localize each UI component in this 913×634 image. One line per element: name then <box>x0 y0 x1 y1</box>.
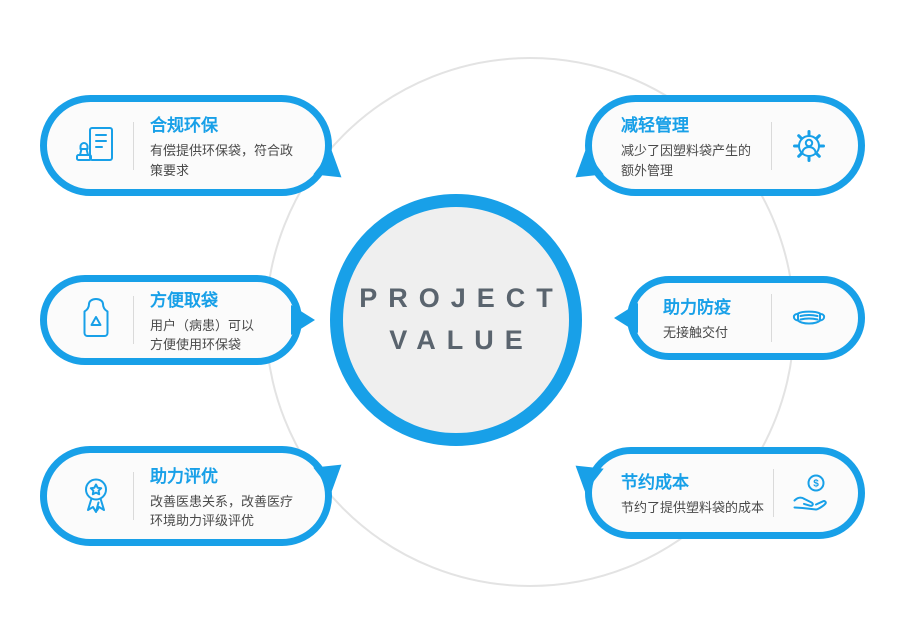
divider <box>771 294 772 342</box>
card-pointer <box>291 305 315 335</box>
medal-icon <box>59 473 133 519</box>
stamp-icon <box>59 123 133 169</box>
card-desc: 减少了因塑料袋产生的额外管理 <box>621 143 752 178</box>
card-compliance: 合规环保 有偿提供环保袋，符合政策要求 <box>40 95 351 196</box>
card-desc: 有偿提供环保袋，符合政策要求 <box>150 143 294 178</box>
card-title: 合规环保 <box>150 116 218 135</box>
center-title-line1: PROJECT <box>359 283 564 314</box>
center-title-line2: VALUE <box>389 325 534 355</box>
card-title: 减轻管理 <box>621 116 689 135</box>
divider <box>771 121 772 170</box>
card-desc: 改善医患关系，改善医疗环境助力评级评优 <box>150 493 294 529</box>
card-title: 节约成本 <box>621 473 689 493</box>
gear-person-icon <box>772 123 846 169</box>
card-cost: 节约成本 节约了提供塑料袋的成本 $ <box>566 447 865 539</box>
card-title: 助力防疫 <box>663 298 731 318</box>
mask-icon <box>772 295 846 341</box>
card-desc: 无接触交付 <box>663 325 729 341</box>
card-bag-access: 方便取袋 用户（病患）可以方便使用环保袋 <box>40 275 315 365</box>
card-pointer <box>614 303 638 333</box>
center-circle: PROJECT VALUE <box>330 194 582 446</box>
card-desc: 节约了提供塑料袋的成本 <box>621 500 765 516</box>
divider <box>133 121 134 170</box>
card-rating: 助力评优 改善医患关系，改善医疗环境助力评级评优 <box>40 446 351 546</box>
card-management: 减轻管理 减少了因塑料袋产生的额外管理 <box>566 95 865 196</box>
hand-coin-icon: $ <box>774 470 848 516</box>
card-desc: 用户（病患）可以方便使用环保袋 <box>150 317 255 353</box>
card-title: 方便取袋 <box>150 290 218 310</box>
card-title: 助力评优 <box>150 466 218 486</box>
divider <box>133 296 134 344</box>
card-epidemic: 助力防疫 无接触交付 <box>614 276 865 360</box>
divider <box>133 472 134 520</box>
bag-icon <box>59 297 133 343</box>
svg-text:$: $ <box>813 479 819 490</box>
divider <box>773 469 774 517</box>
